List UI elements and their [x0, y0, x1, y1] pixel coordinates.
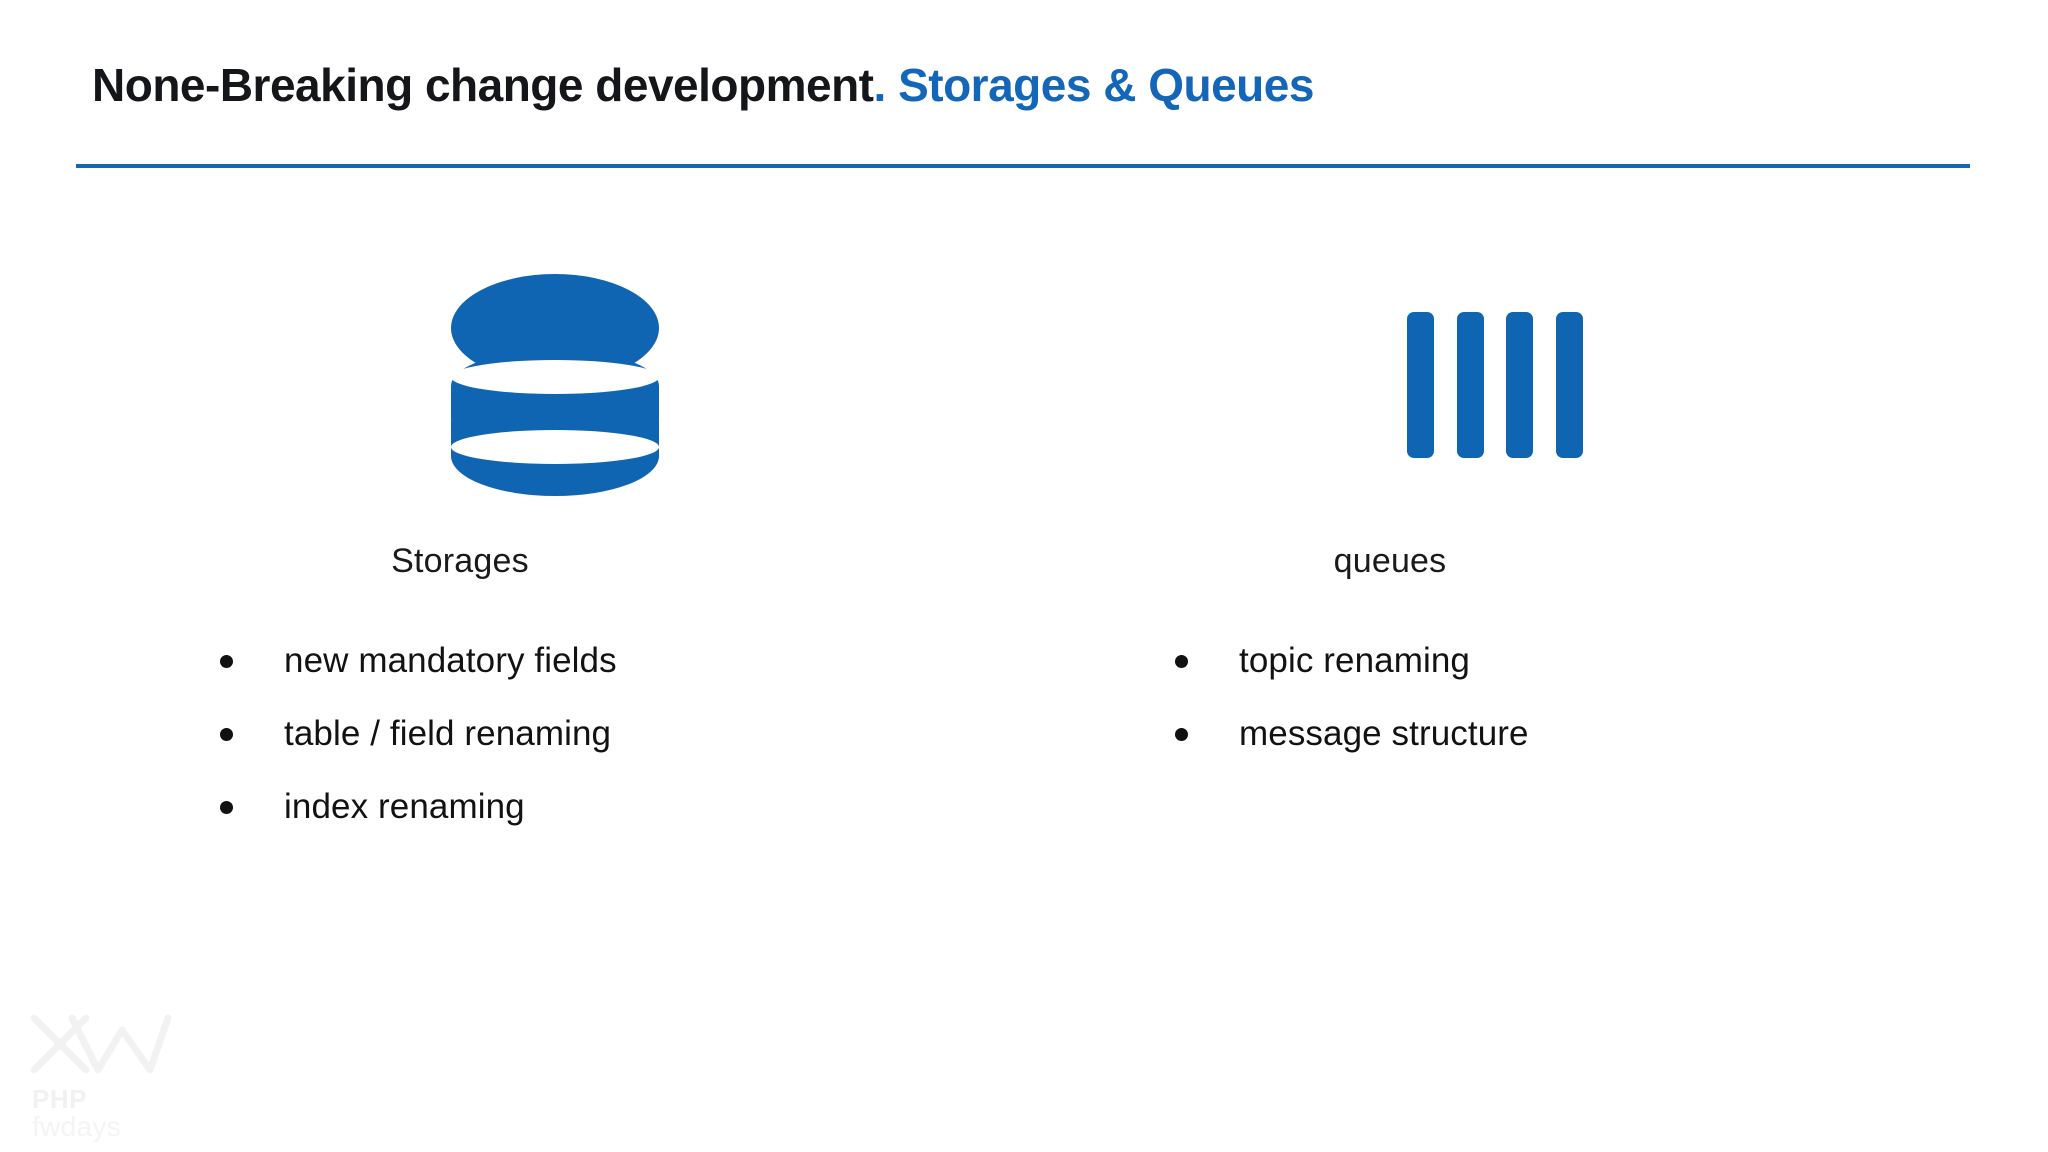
logo-text-php: PHP	[32, 1084, 87, 1114]
content-columns: Storages new mandatory fields table / fi…	[0, 250, 2048, 950]
database-gap-lower	[451, 430, 659, 464]
queue-bars-icon	[1407, 312, 1583, 458]
database-gap-upper	[451, 360, 659, 394]
list-item: table / field renaming	[220, 714, 930, 754]
queue-bar-2	[1456, 312, 1484, 458]
phpfwdays-logo: PHP fwdays	[26, 1008, 196, 1142]
storages-bullet-list: new mandatory fields table / field renam…	[220, 641, 930, 827]
queues-icon-wrap	[1110, 250, 1870, 520]
queues-caption: queues	[1333, 542, 1447, 580]
database-icon	[451, 274, 659, 496]
xw-chevron-mark-icon	[30, 1014, 172, 1074]
list-item: message structure	[1175, 714, 1870, 754]
queue-bar-3	[1506, 312, 1534, 458]
list-item-label: topic renaming	[1239, 641, 1470, 680]
list-item-label: message structure	[1239, 714, 1529, 753]
bullet-dot-icon	[1175, 654, 1188, 668]
list-item: index renaming	[220, 787, 930, 827]
storages-icon-wrap	[170, 250, 930, 520]
logo-text-fwdays: fwdays	[32, 1111, 121, 1142]
column-storages: Storages new mandatory fields table / fi…	[170, 250, 930, 860]
bullet-dot-icon	[1175, 727, 1188, 741]
queues-bullet-list: topic renaming message structure	[1175, 641, 1870, 754]
queue-bar-1	[1407, 312, 1434, 458]
queue-bar-4	[1555, 312, 1583, 458]
bullet-dot-icon	[220, 654, 233, 668]
list-item-label: index renaming	[284, 787, 525, 826]
list-item: new mandatory fields	[220, 641, 930, 681]
list-item: topic renaming	[1175, 641, 1870, 681]
page-title-main: None-Breaking change development	[92, 59, 874, 111]
title-divider	[76, 164, 1970, 168]
page-title: None-Breaking change development. Storag…	[92, 60, 1314, 111]
page-title-separator: .	[873, 59, 887, 111]
page-title-accent: Storages & Queues	[898, 59, 1314, 111]
list-item-label: new mandatory fields	[284, 641, 617, 680]
bullet-dot-icon	[220, 727, 233, 741]
list-item-label: table / field renaming	[284, 714, 612, 753]
bullet-dot-icon	[220, 800, 233, 814]
storages-caption: Storages	[391, 542, 529, 580]
column-queues: queues topic renaming message structure	[1110, 250, 1870, 787]
